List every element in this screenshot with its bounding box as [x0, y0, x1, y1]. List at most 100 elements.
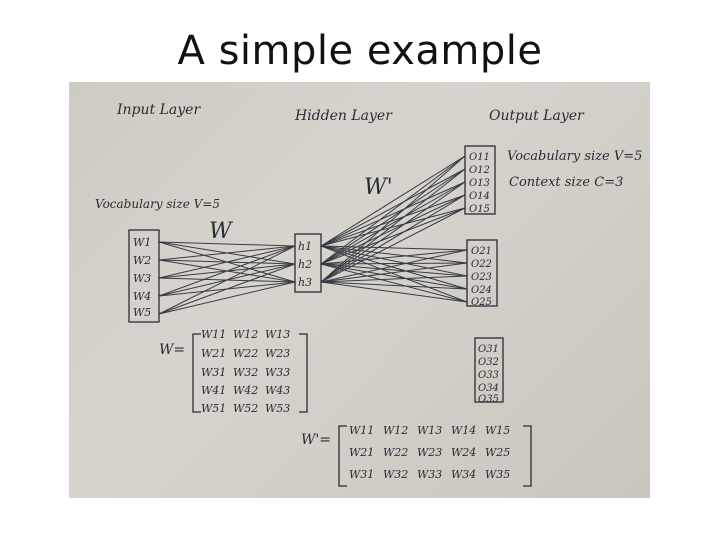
vocab-size-left-label: Vocabulary size V=5	[95, 197, 220, 211]
context-size-label: Context size C=3	[509, 175, 623, 190]
output-node: O24	[471, 285, 492, 296]
connection-line	[320, 249, 468, 283]
hidden-layer-box	[294, 233, 322, 293]
hidden-layer-label: Hidden Layer	[294, 108, 393, 124]
w-matrix-cell: W23	[265, 347, 290, 360]
w-prime-matrix-cell: W14	[451, 424, 476, 437]
connection-line	[320, 275, 468, 283]
input-node: W5	[133, 306, 151, 319]
connection-line	[320, 263, 468, 303]
output-node: O21	[471, 246, 492, 257]
connection-line	[320, 168, 466, 283]
w-matrix-right-bracket	[299, 333, 308, 413]
connection-line	[320, 245, 468, 277]
w-prime-matrix-cell: W15	[485, 424, 510, 437]
w-matrix-cell: W32	[233, 366, 258, 379]
w-matrix-cell: W13	[265, 328, 290, 341]
connection-line	[158, 245, 296, 261]
output-group-1: O11 O12 O13 O14 O15	[469, 152, 490, 215]
connection-line	[320, 245, 468, 251]
w-matrix-cell: W41	[201, 384, 226, 397]
connection-line	[320, 181, 466, 265]
w-matrix-cell: W11	[201, 328, 226, 341]
connection-line	[320, 245, 468, 290]
w-prime-matrix-cell: W25	[485, 446, 510, 459]
connection-line	[320, 181, 466, 247]
w-prime-matrix-cell: W35	[485, 468, 510, 481]
connection-line	[320, 181, 466, 283]
output-node: O12	[469, 165, 490, 176]
connection-line	[320, 245, 468, 303]
output-node: O31	[478, 344, 499, 355]
output-node: O35	[478, 394, 499, 405]
w-matrix: W11 W12 W13 W21 W22 W23 W31 W32 W33 W41 …	[201, 328, 290, 415]
connection-line	[320, 155, 466, 283]
input-node: W2	[133, 254, 151, 267]
w-prime-matrix-right-bracket	[523, 425, 532, 487]
w-matrix-cell: W52	[233, 402, 258, 415]
input-layer-label: Input Layer	[116, 102, 201, 118]
connection-line	[320, 207, 466, 247]
output-node: O11	[469, 152, 490, 163]
output-node: O15	[469, 204, 490, 215]
connection-line	[158, 245, 296, 279]
output-node: O14	[469, 191, 490, 202]
connection-line	[158, 245, 296, 315]
connection-line	[320, 263, 468, 277]
w-matrix-label: W=	[159, 342, 185, 358]
w-prime-matrix-cell: W32	[383, 468, 408, 481]
w-matrix-cell: W33	[265, 366, 290, 379]
connection-line	[320, 249, 468, 265]
output-node: O25	[471, 297, 492, 308]
input-node: W3	[133, 272, 151, 285]
w-prime-matrix-cell: W24	[451, 446, 476, 459]
hidden-nodes: h1 h2 h3	[298, 240, 312, 289]
w-prime-matrix-cell: W31	[349, 468, 374, 481]
input-nodes: W1 W2 W3 W4 W5	[133, 236, 151, 319]
output-node: O32	[478, 357, 499, 368]
input-layer-box	[128, 229, 160, 323]
w-matrix-cell: W12	[233, 328, 258, 341]
connection-line	[320, 194, 466, 265]
w-weight-label: W	[209, 219, 234, 244]
output-group-3-box	[474, 337, 504, 403]
connection-line	[158, 281, 296, 315]
handwritten-diagram-photo: Input Layer Hidden Layer Output Layer Vo…	[69, 82, 650, 498]
output-group-1-box	[464, 145, 496, 215]
connection-line	[158, 245, 296, 297]
connection-line	[320, 207, 466, 283]
output-node: O34	[478, 383, 499, 394]
hidden-node: h3	[298, 276, 312, 289]
slide-title: A simple example	[177, 28, 543, 74]
network-diagram: Input Layer Hidden Layer Output Layer Vo…	[95, 102, 642, 487]
connection-line	[320, 281, 468, 290]
connection-line	[320, 194, 466, 247]
w-matrix-left-bracket	[192, 333, 201, 413]
connection-line	[320, 262, 468, 265]
w-prime-matrix-cell: W33	[417, 468, 442, 481]
w-matrix-cell: W31	[201, 366, 226, 379]
w-matrix-cell: W43	[265, 384, 290, 397]
w-prime-matrix-cell: W11	[349, 424, 374, 437]
w-prime-matrix-cell: W23	[417, 446, 442, 459]
connection-line	[320, 262, 468, 283]
connection-line	[320, 245, 468, 264]
hidden-output-connections	[320, 155, 468, 303]
connection-line	[320, 194, 466, 283]
vocab-size-right-label: Vocabulary size V=5	[507, 149, 642, 164]
output-layer-label: Output Layer	[489, 108, 585, 124]
w-prime-matrix-cell: W13	[417, 424, 442, 437]
input-node: W4	[133, 290, 151, 303]
connection-line	[158, 241, 296, 247]
hidden-node: h1	[298, 240, 312, 253]
w-prime-matrix-cell: W22	[383, 446, 408, 459]
connection-line	[158, 263, 296, 315]
w-prime-matrix-left-bracket	[338, 425, 347, 487]
connection-line	[320, 263, 468, 290]
input-hidden-connections	[158, 241, 296, 315]
output-group-2: O21 O22 O23 O24 O25	[471, 246, 492, 308]
w-matrix-cell: W21	[201, 347, 226, 360]
output-node: O33	[478, 370, 499, 381]
output-group-3: O31 O32 O33 O34 O35	[478, 344, 499, 405]
w-prime-matrix-cell: W34	[451, 468, 476, 481]
